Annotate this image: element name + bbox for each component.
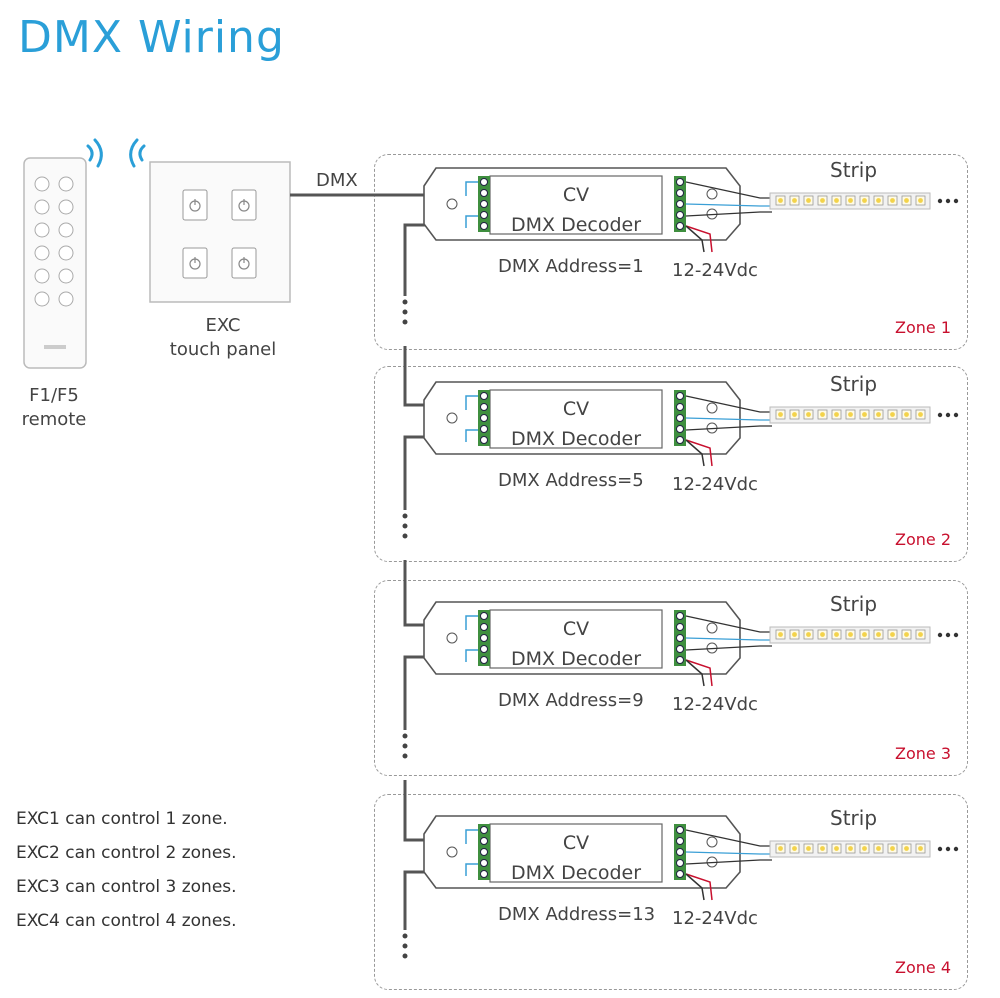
zone-label: Zone 3 [895,744,951,763]
led-strip [769,406,959,424]
zone-label: Zone 4 [895,958,951,977]
dmx-address-label: DMX Address=1 [498,256,644,277]
panel-label-line2: touch panel [169,339,277,360]
panel-label-line1: EXC [205,315,241,336]
remote-label-line1: F1/F5 [29,385,79,406]
note-item: EXC4 can control 4 zones. [16,911,237,931]
strip-label: Strip [830,592,878,616]
decoder-type-label: CV [562,184,590,206]
decoder-name-label: DMX Decoder [510,648,642,670]
dmx-decoder-unit [423,601,772,687]
dmx-decoder-unit [423,167,772,253]
decoder-type-label: CV [562,832,590,854]
strip-label: Strip [830,806,878,830]
zone-4-frame: Zone 4 [374,794,968,990]
touch-panel [149,161,291,303]
dmx-bus-label: DMX [316,170,358,191]
strip-label: Strip [830,372,878,396]
note-item: EXC2 can control 2 zones. [16,843,237,863]
wireless-signal-icon [86,138,146,168]
zone-3-frame: Zone 3 [374,580,968,776]
power-input-label: 12-24Vdc [672,260,758,281]
decoder-name-label: DMX Decoder [510,862,642,884]
dmx-decoder-unit [423,815,772,901]
decoder-type-label: CV [562,618,590,640]
note-item: EXC1 can control 1 zone. [16,809,228,829]
note-item: EXC3 can control 3 zones. [16,877,237,897]
dmx-decoder-unit [423,381,772,467]
remote-label: F1/F5 remote [6,384,102,432]
decoder-name-label: DMX Decoder [510,428,642,450]
led-strip [769,840,959,858]
power-input-label: 12-24Vdc [672,474,758,495]
led-strip [769,192,959,210]
daisy-chain-wires [403,223,432,930]
zone-label: Zone 2 [895,530,951,549]
dmx-address-label: DMX Address=5 [498,470,644,491]
led-strip [769,626,959,644]
decoder-type-label: CV [562,398,590,420]
power-input-label: 12-24Vdc [672,908,758,929]
power-input-label: 12-24Vdc [672,694,758,715]
zone-label: Zone 1 [895,318,951,337]
zone-2-frame: Zone 2 [374,366,968,562]
remote-control [23,157,87,369]
notes-list: EXC1 can control 1 zone. EXC2 can contro… [16,802,237,938]
continuation-dots [402,299,408,959]
dmx-address-label: DMX Address=9 [498,690,644,711]
panel-label: EXC touch panel [150,314,296,362]
page-title: DMX Wiring [18,12,285,63]
strip-label: Strip [830,158,878,182]
dmx-address-label: DMX Address=13 [498,904,656,925]
remote-label-line2: remote [21,409,87,430]
decoder-name-label: DMX Decoder [510,214,642,236]
zone-1-frame: Zone 1 [374,154,968,350]
